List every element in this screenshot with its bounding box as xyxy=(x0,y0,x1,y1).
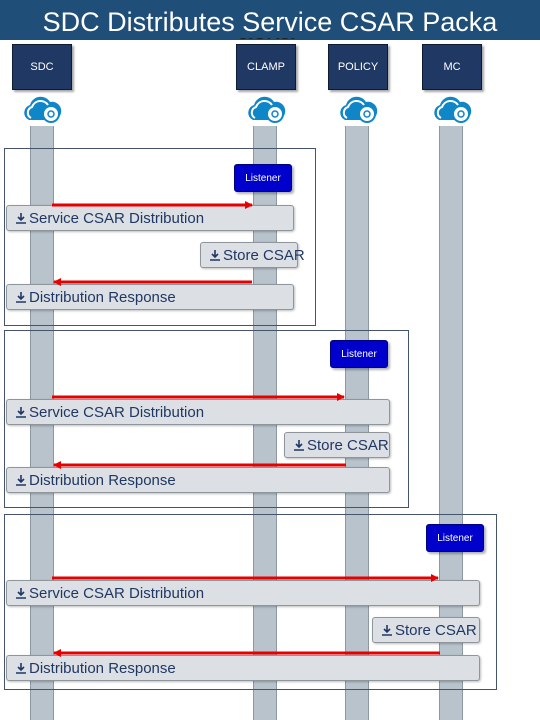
cloud-gear-icon xyxy=(24,96,62,123)
cloud-gear-icon xyxy=(340,96,378,123)
message-store-csar: Store CSAR xyxy=(200,242,305,268)
message-label: Distribution Response xyxy=(29,472,176,489)
message-label: Store CSAR xyxy=(223,247,305,264)
diagram-title: SDC Distributes Service CSAR Packa xyxy=(42,7,498,37)
message-label: Service CSAR Distribution xyxy=(29,585,205,602)
group-frame-mc xyxy=(4,514,497,690)
download-icon xyxy=(16,475,26,486)
download-icon xyxy=(294,440,304,451)
message-label: Distribution Response xyxy=(29,289,176,306)
download-icon xyxy=(16,292,26,303)
message-label: Service CSAR Distribution xyxy=(29,210,205,227)
actor-mc: MC xyxy=(422,44,482,90)
group-frame-clamp xyxy=(4,148,316,326)
message-label: Store CSAR xyxy=(395,622,477,639)
listener-box: Listener xyxy=(330,340,388,368)
cloud-gear-icon xyxy=(248,96,286,123)
message-label: Service CSAR Distribution xyxy=(29,404,205,421)
download-icon xyxy=(382,625,392,636)
message-distribution-response: Distribution Response xyxy=(6,467,390,493)
download-icon xyxy=(16,407,26,418)
listener-box: Listener xyxy=(426,524,484,552)
download-icon xyxy=(16,588,26,599)
actor-sdc: SDC xyxy=(12,44,72,90)
title-overflow: acka xyxy=(236,38,296,72)
message-service-csar-distribution: Service CSAR Distribution xyxy=(6,399,390,425)
message-service-csar-distribution: Service CSAR Distribution xyxy=(6,580,480,606)
group-frame-policy xyxy=(4,330,409,508)
actor-policy: POLICY xyxy=(328,44,388,90)
download-icon xyxy=(210,250,220,261)
message-distribution-response: Distribution Response xyxy=(6,284,294,310)
title-bar xyxy=(0,0,540,40)
message-label: Distribution Response xyxy=(29,660,176,677)
cloud-gear-icon xyxy=(434,96,472,123)
download-icon xyxy=(16,663,26,674)
message-store-csar: Store CSAR xyxy=(284,432,390,458)
message-distribution-response: Distribution Response xyxy=(6,655,480,681)
message-store-csar: Store CSAR xyxy=(372,617,480,643)
download-icon xyxy=(16,213,26,224)
listener-box: Listener xyxy=(234,164,292,192)
message-service-csar-distribution: Service CSAR Distribution xyxy=(6,205,294,231)
message-label: Store CSAR xyxy=(307,437,389,454)
actor-clamp: CLAMP xyxy=(236,44,296,90)
